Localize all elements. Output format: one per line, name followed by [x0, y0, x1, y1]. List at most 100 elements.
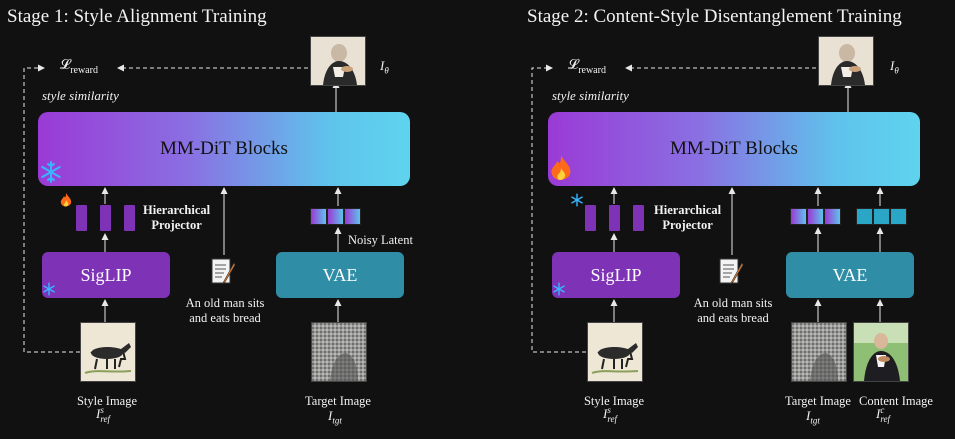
- stage1-connectors: [23, 64, 342, 353]
- stage2-reward-loss: 𝓛reward: [568, 58, 606, 76]
- fire-icon: [551, 155, 571, 180]
- latent-cell: [873, 208, 890, 225]
- output-symbol-letter: I: [380, 58, 385, 73]
- stage1-title: Stage 1: Style Alignment Training: [7, 6, 267, 27]
- latent-cell: [807, 208, 824, 225]
- sym-sub: ref: [607, 414, 618, 425]
- projector-label-line1: Hierarchical: [143, 203, 211, 217]
- siglip-label: SigLIP: [590, 264, 642, 285]
- siglip-label: SigLIP: [80, 264, 132, 285]
- reward-subscript: reward: [578, 64, 606, 76]
- sym-letter: I: [806, 408, 811, 423]
- projector-label-line2: Projector: [662, 218, 713, 232]
- stage1-output-symbol: Iθ: [380, 58, 389, 76]
- vae-label: VAE: [832, 264, 868, 285]
- sym-sup: s: [607, 405, 611, 416]
- snowflake-icon: [41, 161, 61, 183]
- mmdit-label: MM-DiT Blocks: [670, 138, 798, 159]
- sym-letter: I: [876, 406, 881, 421]
- stage1-reward-loss: 𝓛reward: [60, 58, 98, 76]
- stage1-projector-bars: [76, 205, 135, 231]
- document-icon: [211, 258, 236, 285]
- projector-label-line2: Projector: [151, 218, 202, 232]
- caption-line2: and eats bread: [189, 311, 261, 325]
- sym-letter: I: [328, 408, 333, 423]
- latent-cell: [824, 208, 841, 225]
- sym-sup: c: [880, 405, 885, 416]
- sym-sub: tgt: [810, 415, 820, 426]
- output-symbol-sub: θ: [384, 65, 389, 76]
- projector-bar: [100, 205, 111, 231]
- stage1-projector-label: Hierarchical Projector: [143, 203, 210, 233]
- latent-cell: [856, 208, 873, 225]
- reward-symbol: 𝓛: [60, 58, 71, 73]
- stage2-content-image-label: Content Image: [859, 394, 933, 408]
- latent-cell: [310, 208, 327, 225]
- mmdit-label: MM-DiT Blocks: [160, 138, 288, 159]
- latent-cell: [344, 208, 361, 225]
- projector-bar: [633, 205, 644, 231]
- sym-sub: ref: [880, 414, 891, 425]
- stage1-target-image-symbol: Itgt: [328, 408, 342, 426]
- stage2-style-similarity: style similarity: [552, 88, 629, 103]
- projector-label-line1: Hierarchical: [654, 203, 722, 217]
- document-icon: [719, 258, 744, 285]
- stage1-noisy-latent-label: Noisy Latent: [348, 233, 413, 247]
- sym-sub: ref: [100, 414, 111, 425]
- stage1-latent: [310, 208, 361, 225]
- stage1-target-image: [311, 322, 367, 382]
- stage1-caption: An old man sits and eats bread: [178, 296, 272, 326]
- stage1-siglip-block: SigLIP: [42, 252, 170, 298]
- projector-bar: [76, 205, 87, 231]
- stage2-mmdit-block: MM-DiT Blocks: [548, 112, 920, 186]
- sym-sup: s: [100, 405, 104, 416]
- stage2-content-latent: [856, 208, 907, 225]
- stage2-caption: An old man sits and eats bread: [686, 296, 780, 326]
- stage2-target-image: [791, 322, 847, 382]
- reward-symbol: 𝓛: [568, 58, 579, 73]
- stage1-style-image: [80, 322, 136, 382]
- caption-line2: and eats bread: [697, 311, 769, 325]
- snowflake-icon: [571, 193, 583, 207]
- latent-cell: [890, 208, 907, 225]
- projector-bar: [609, 205, 620, 231]
- stage2-target-image-label: Target Image: [785, 394, 851, 408]
- snowflake-icon: [553, 282, 565, 296]
- stage2-noisy-latent: [790, 208, 841, 225]
- latent-cell: [327, 208, 344, 225]
- stage2-output-image: [818, 36, 874, 86]
- caption-line1: An old man sits: [185, 296, 265, 310]
- sym-sub: tgt: [332, 415, 342, 426]
- stage1-style-image-label: Style Image: [76, 394, 138, 408]
- reward-subscript: reward: [70, 64, 98, 76]
- stage2-content-image: [853, 322, 909, 382]
- stage1-vae-block: VAE: [276, 252, 404, 298]
- stage2-connectors: [531, 64, 884, 353]
- stage1-target-image-label: Target Image: [305, 394, 371, 408]
- caption-line1: An old man sits: [693, 296, 773, 310]
- stage2-style-image-label: Style Image: [583, 394, 645, 408]
- fire-icon: [60, 193, 72, 207]
- latent-cell: [790, 208, 807, 225]
- stage2-projector-label: Hierarchical Projector: [654, 203, 721, 233]
- sym-letter: I: [96, 406, 101, 421]
- stage2-target-image-symbol: Itgt: [806, 408, 820, 426]
- stage2-title: Stage 2: Content-Style Disentanglement T…: [527, 6, 902, 27]
- stage2-style-image: [587, 322, 643, 382]
- output-symbol-letter: I: [890, 58, 895, 73]
- stage2-output-symbol: Iθ: [890, 58, 899, 76]
- projector-bar: [124, 205, 135, 231]
- stage2-projector-bars: [585, 205, 644, 231]
- stage1-style-similarity: style similarity: [42, 88, 119, 103]
- stage1-output-image: [310, 36, 366, 86]
- stage2-vae-block: VAE: [786, 252, 914, 298]
- vae-label: VAE: [322, 264, 358, 285]
- stage1-mmdit-block: MM-DiT Blocks: [38, 112, 410, 186]
- snowflake-icon: [43, 282, 55, 296]
- output-symbol-sub: θ: [894, 65, 899, 76]
- projector-bar: [585, 205, 596, 231]
